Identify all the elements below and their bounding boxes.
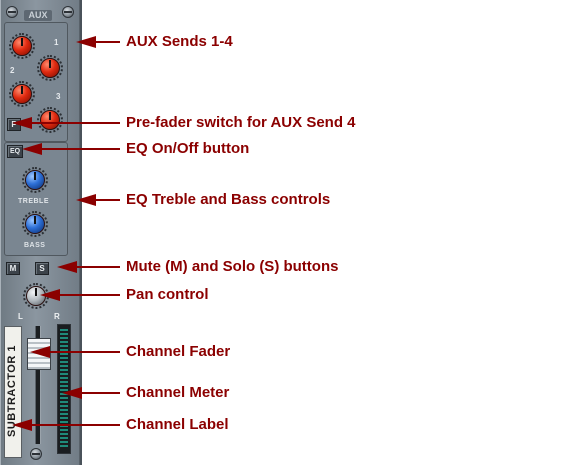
callout-label: Mute (M) and Solo (S) buttons — [126, 258, 339, 275]
meter-segment — [60, 381, 68, 383]
arrow-head-icon — [40, 289, 60, 301]
arrow-head-icon — [30, 346, 50, 358]
arrow-head-icon — [76, 36, 96, 48]
callout-label: Channel Meter — [126, 384, 230, 401]
channel-label: SUBTRACTOR 1 — [6, 345, 18, 437]
arrow-head-icon — [12, 419, 32, 431]
arrow-head-icon — [12, 117, 32, 129]
meter-segment — [60, 333, 68, 335]
meter-segment — [60, 353, 68, 355]
eq-bass-knob[interactable] — [22, 211, 48, 237]
meter-segment — [60, 401, 68, 403]
meter-segment — [60, 337, 68, 339]
fader-track — [35, 326, 41, 444]
mute-button[interactable]: M — [6, 262, 20, 275]
aux-send-2-knob[interactable] — [37, 55, 63, 81]
meter-segment — [60, 429, 68, 431]
callout-line — [75, 266, 120, 268]
meter-segment — [60, 437, 68, 439]
callout-line — [58, 294, 120, 296]
meter-segment — [60, 357, 68, 359]
pan-right-label: R — [54, 312, 60, 321]
callout-line — [94, 41, 120, 43]
meter-segment — [60, 441, 68, 443]
aux-number-1: 1 — [54, 38, 59, 47]
meter-segment — [60, 345, 68, 347]
meter-segment — [60, 409, 68, 411]
callout-label: Channel Fader — [126, 343, 231, 360]
screw-icon — [6, 6, 18, 18]
meter-segment — [60, 377, 68, 379]
meter-segment — [60, 349, 68, 351]
meter-segment — [60, 425, 68, 427]
meter-segment — [60, 417, 68, 419]
aux-title: AUX — [24, 10, 52, 21]
meter-segment — [60, 373, 68, 375]
meter-segment — [60, 413, 68, 415]
aux-number-3: 3 — [56, 92, 61, 101]
arrow-head-icon — [62, 387, 82, 399]
mixer-channel-strip: AUX 1 2 3 P EQ TREBLE BASS M S L R SUBTR… — [0, 0, 82, 465]
meter-segment — [60, 433, 68, 435]
eq-section — [4, 142, 68, 256]
meter-segment — [60, 365, 68, 367]
arrow-head-icon — [57, 261, 77, 273]
callout-label: Pan control — [126, 286, 209, 303]
callout-label: Pre-fader switch for AUX Send 4 — [126, 114, 356, 131]
meter-segment — [60, 369, 68, 371]
meter-segment — [60, 445, 68, 447]
meter-segment — [60, 341, 68, 343]
callout-line — [48, 351, 120, 353]
bass-label: BASS — [24, 242, 46, 249]
meter-segment — [60, 405, 68, 407]
solo-button[interactable]: S — [35, 262, 49, 275]
callout-line — [40, 148, 120, 150]
arrow-head-icon — [76, 194, 96, 206]
meter-segment — [60, 329, 68, 331]
callout-label: AUX Sends 1-4 — [126, 33, 233, 50]
aux-number-2: 2 — [10, 66, 15, 75]
aux-send-1-knob[interactable] — [9, 33, 35, 59]
meter-segment — [60, 421, 68, 423]
aux-send-3-knob[interactable] — [9, 81, 35, 107]
screw-icon — [62, 6, 74, 18]
arrow-head-icon — [22, 143, 42, 155]
eq-on-off-button[interactable]: EQ — [7, 145, 23, 158]
callout-line — [30, 122, 120, 124]
callout-label: Channel Label — [126, 416, 229, 433]
eq-treble-knob[interactable] — [22, 167, 48, 193]
callout-label: EQ Treble and Bass controls — [126, 191, 331, 208]
screw-icon — [30, 448, 42, 460]
callout-label: EQ On/Off button — [126, 140, 250, 157]
meter-segment — [60, 385, 68, 387]
aux-send-4-knob[interactable] — [37, 107, 63, 133]
meter-segment — [60, 361, 68, 363]
callout-line — [80, 392, 120, 394]
callout-line — [30, 424, 120, 426]
treble-label: TREBLE — [18, 198, 49, 205]
pan-left-label: L — [18, 312, 23, 321]
callout-line — [94, 199, 120, 201]
